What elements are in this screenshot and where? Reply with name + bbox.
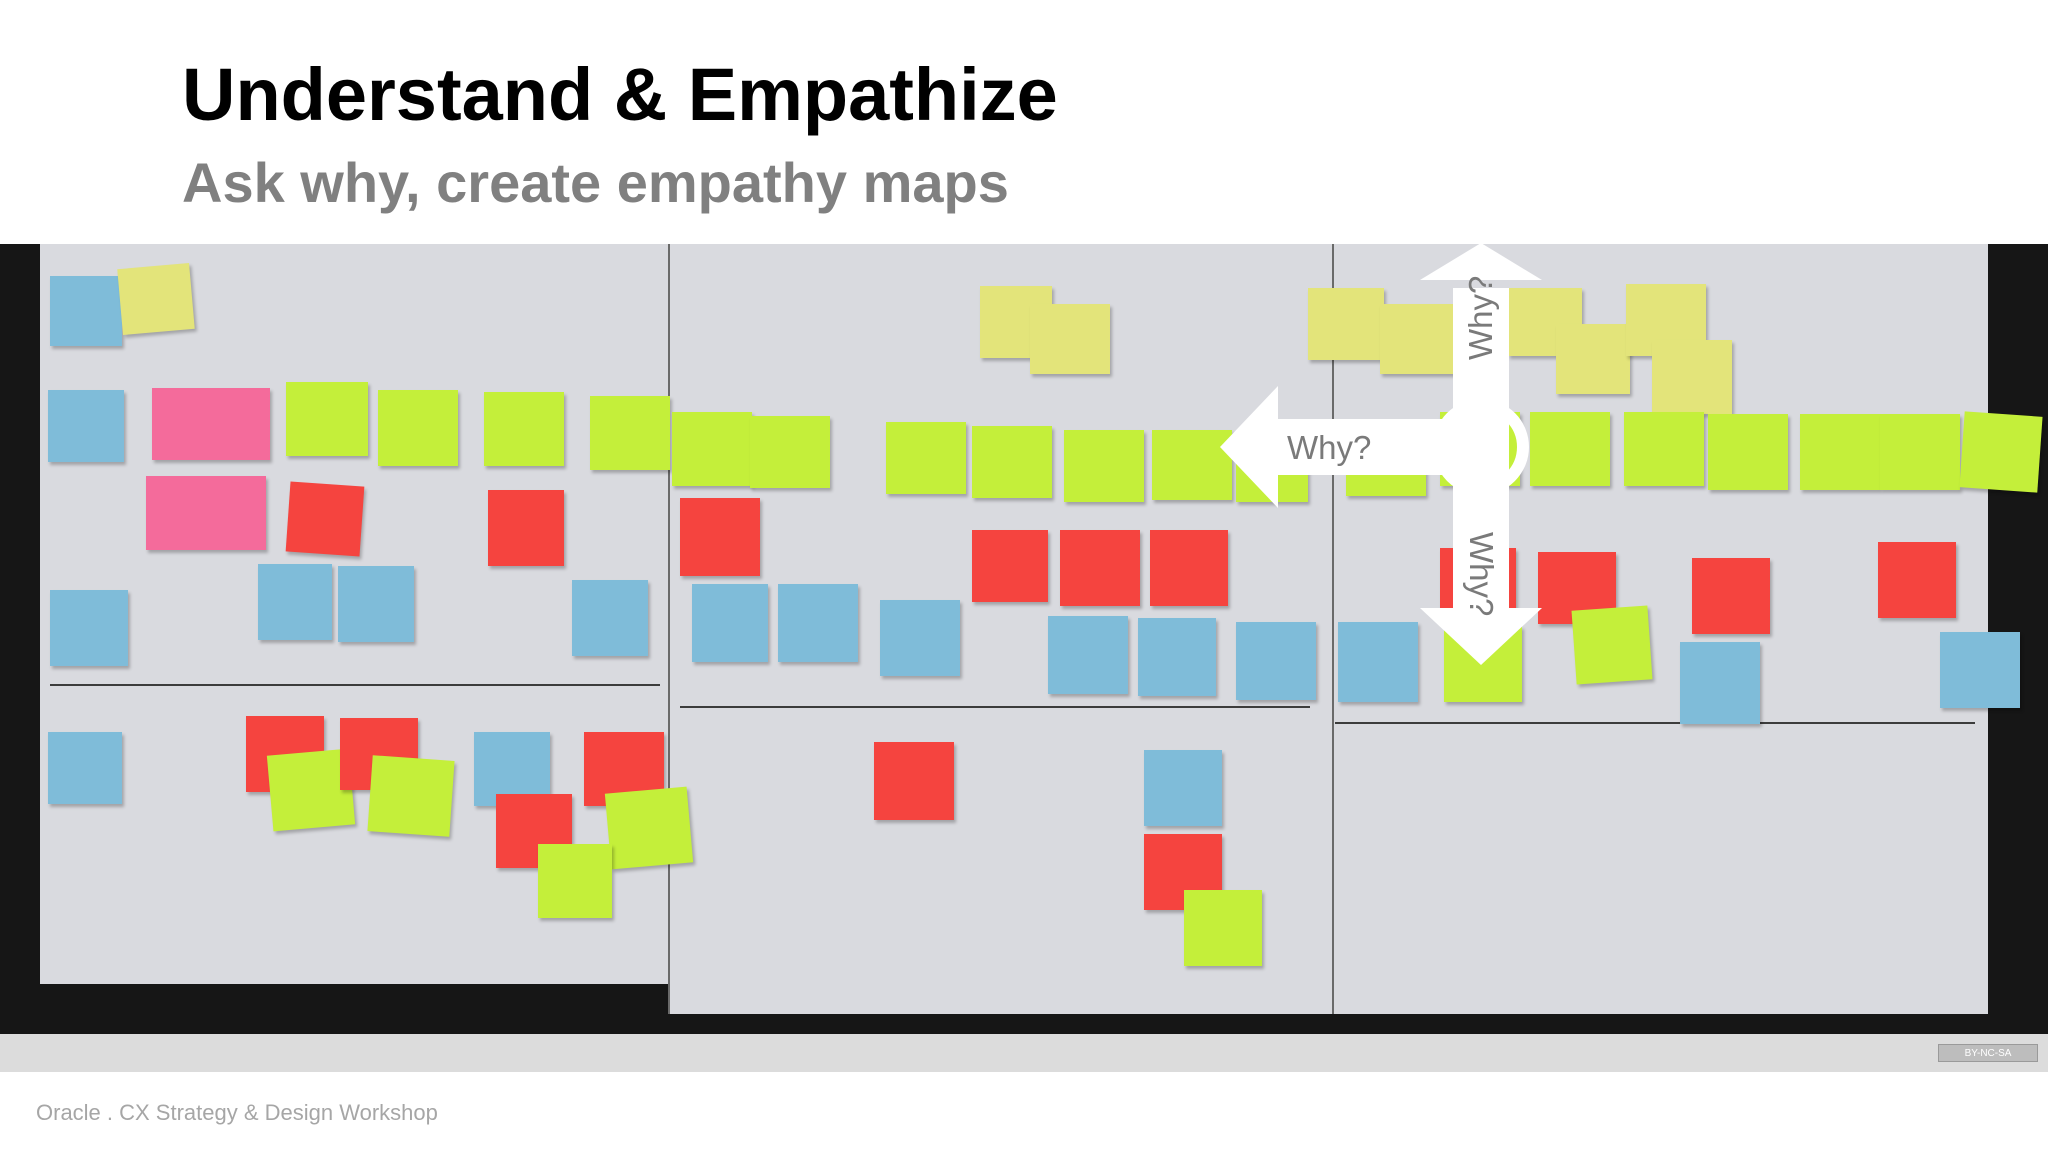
sticky-note (474, 732, 550, 806)
sticky-note (1152, 430, 1232, 500)
board-horizontal-line (680, 706, 1310, 708)
sticky-note (1048, 616, 1128, 694)
sticky-note (590, 396, 670, 470)
sticky-note (1624, 412, 1704, 486)
sticky-note (1144, 750, 1222, 826)
sticky-note (680, 498, 760, 576)
sticky-note (778, 584, 858, 662)
sticky-note (572, 580, 648, 656)
sticky-note (880, 600, 960, 676)
board-divider (1332, 244, 1334, 1014)
sticky-note (1338, 622, 1418, 702)
sticky-note (488, 490, 564, 566)
board-divider (668, 244, 670, 1014)
sticky-note (1708, 414, 1788, 490)
sticky-note (146, 476, 266, 550)
sticky-note (874, 742, 954, 820)
sticky-note (1236, 432, 1308, 502)
sticky-note (1380, 304, 1456, 374)
sticky-note (1444, 626, 1522, 702)
sticky-note (1556, 324, 1630, 394)
slide-title: Understand & Empathize (182, 53, 1058, 136)
sticky-note (152, 388, 270, 460)
sticky-note (672, 412, 752, 486)
empathy-map-photo (0, 244, 2048, 1034)
license-badge: BY-NC-SA (1938, 1044, 2038, 1062)
sticky-note (1138, 618, 1216, 696)
footer-band: BY-NC-SA (0, 1034, 2048, 1072)
sticky-note (972, 530, 1048, 602)
sticky-note (1064, 430, 1144, 502)
sticky-note (1030, 304, 1110, 374)
sticky-note (1800, 414, 1880, 490)
sticky-note (604, 786, 694, 870)
sticky-note (1346, 426, 1426, 496)
board-horizontal-line (1335, 722, 1975, 724)
sticky-note (1652, 340, 1732, 414)
sticky-note (48, 732, 122, 804)
sticky-note (484, 392, 564, 466)
sticky-note (972, 426, 1052, 498)
sticky-note (48, 390, 124, 462)
sticky-note (692, 584, 768, 662)
sticky-note (1440, 412, 1520, 486)
sticky-note (285, 481, 365, 557)
sticky-note (1060, 530, 1140, 606)
sticky-note (286, 382, 368, 456)
sticky-note (1308, 288, 1384, 360)
sticky-note (338, 566, 414, 642)
sticky-note (1530, 412, 1610, 486)
slide-subtitle: Ask why, create empathy maps (182, 151, 1009, 214)
sticky-note (1440, 548, 1516, 620)
sticky-note (1150, 530, 1228, 606)
sticky-note (1236, 622, 1316, 700)
sticky-note (50, 276, 122, 346)
sticky-note (886, 422, 966, 494)
sticky-note (1940, 632, 2020, 708)
footer-text: Oracle . CX Strategy & Design Workshop (36, 1100, 438, 1125)
sticky-note (1878, 542, 1956, 618)
sticky-note (367, 755, 455, 837)
sticky-note (1692, 558, 1770, 634)
sticky-note (1184, 890, 1262, 966)
sticky-note (750, 416, 830, 488)
sticky-note (117, 262, 195, 336)
sticky-note (1959, 411, 2043, 493)
sticky-note (538, 844, 612, 918)
sticky-note (1880, 414, 1960, 490)
sticky-note (1571, 605, 1653, 685)
sticky-note (258, 564, 332, 640)
board-horizontal-line (50, 684, 660, 686)
sticky-note (50, 590, 128, 666)
sticky-note (378, 390, 458, 466)
sticky-note (1680, 642, 1760, 724)
